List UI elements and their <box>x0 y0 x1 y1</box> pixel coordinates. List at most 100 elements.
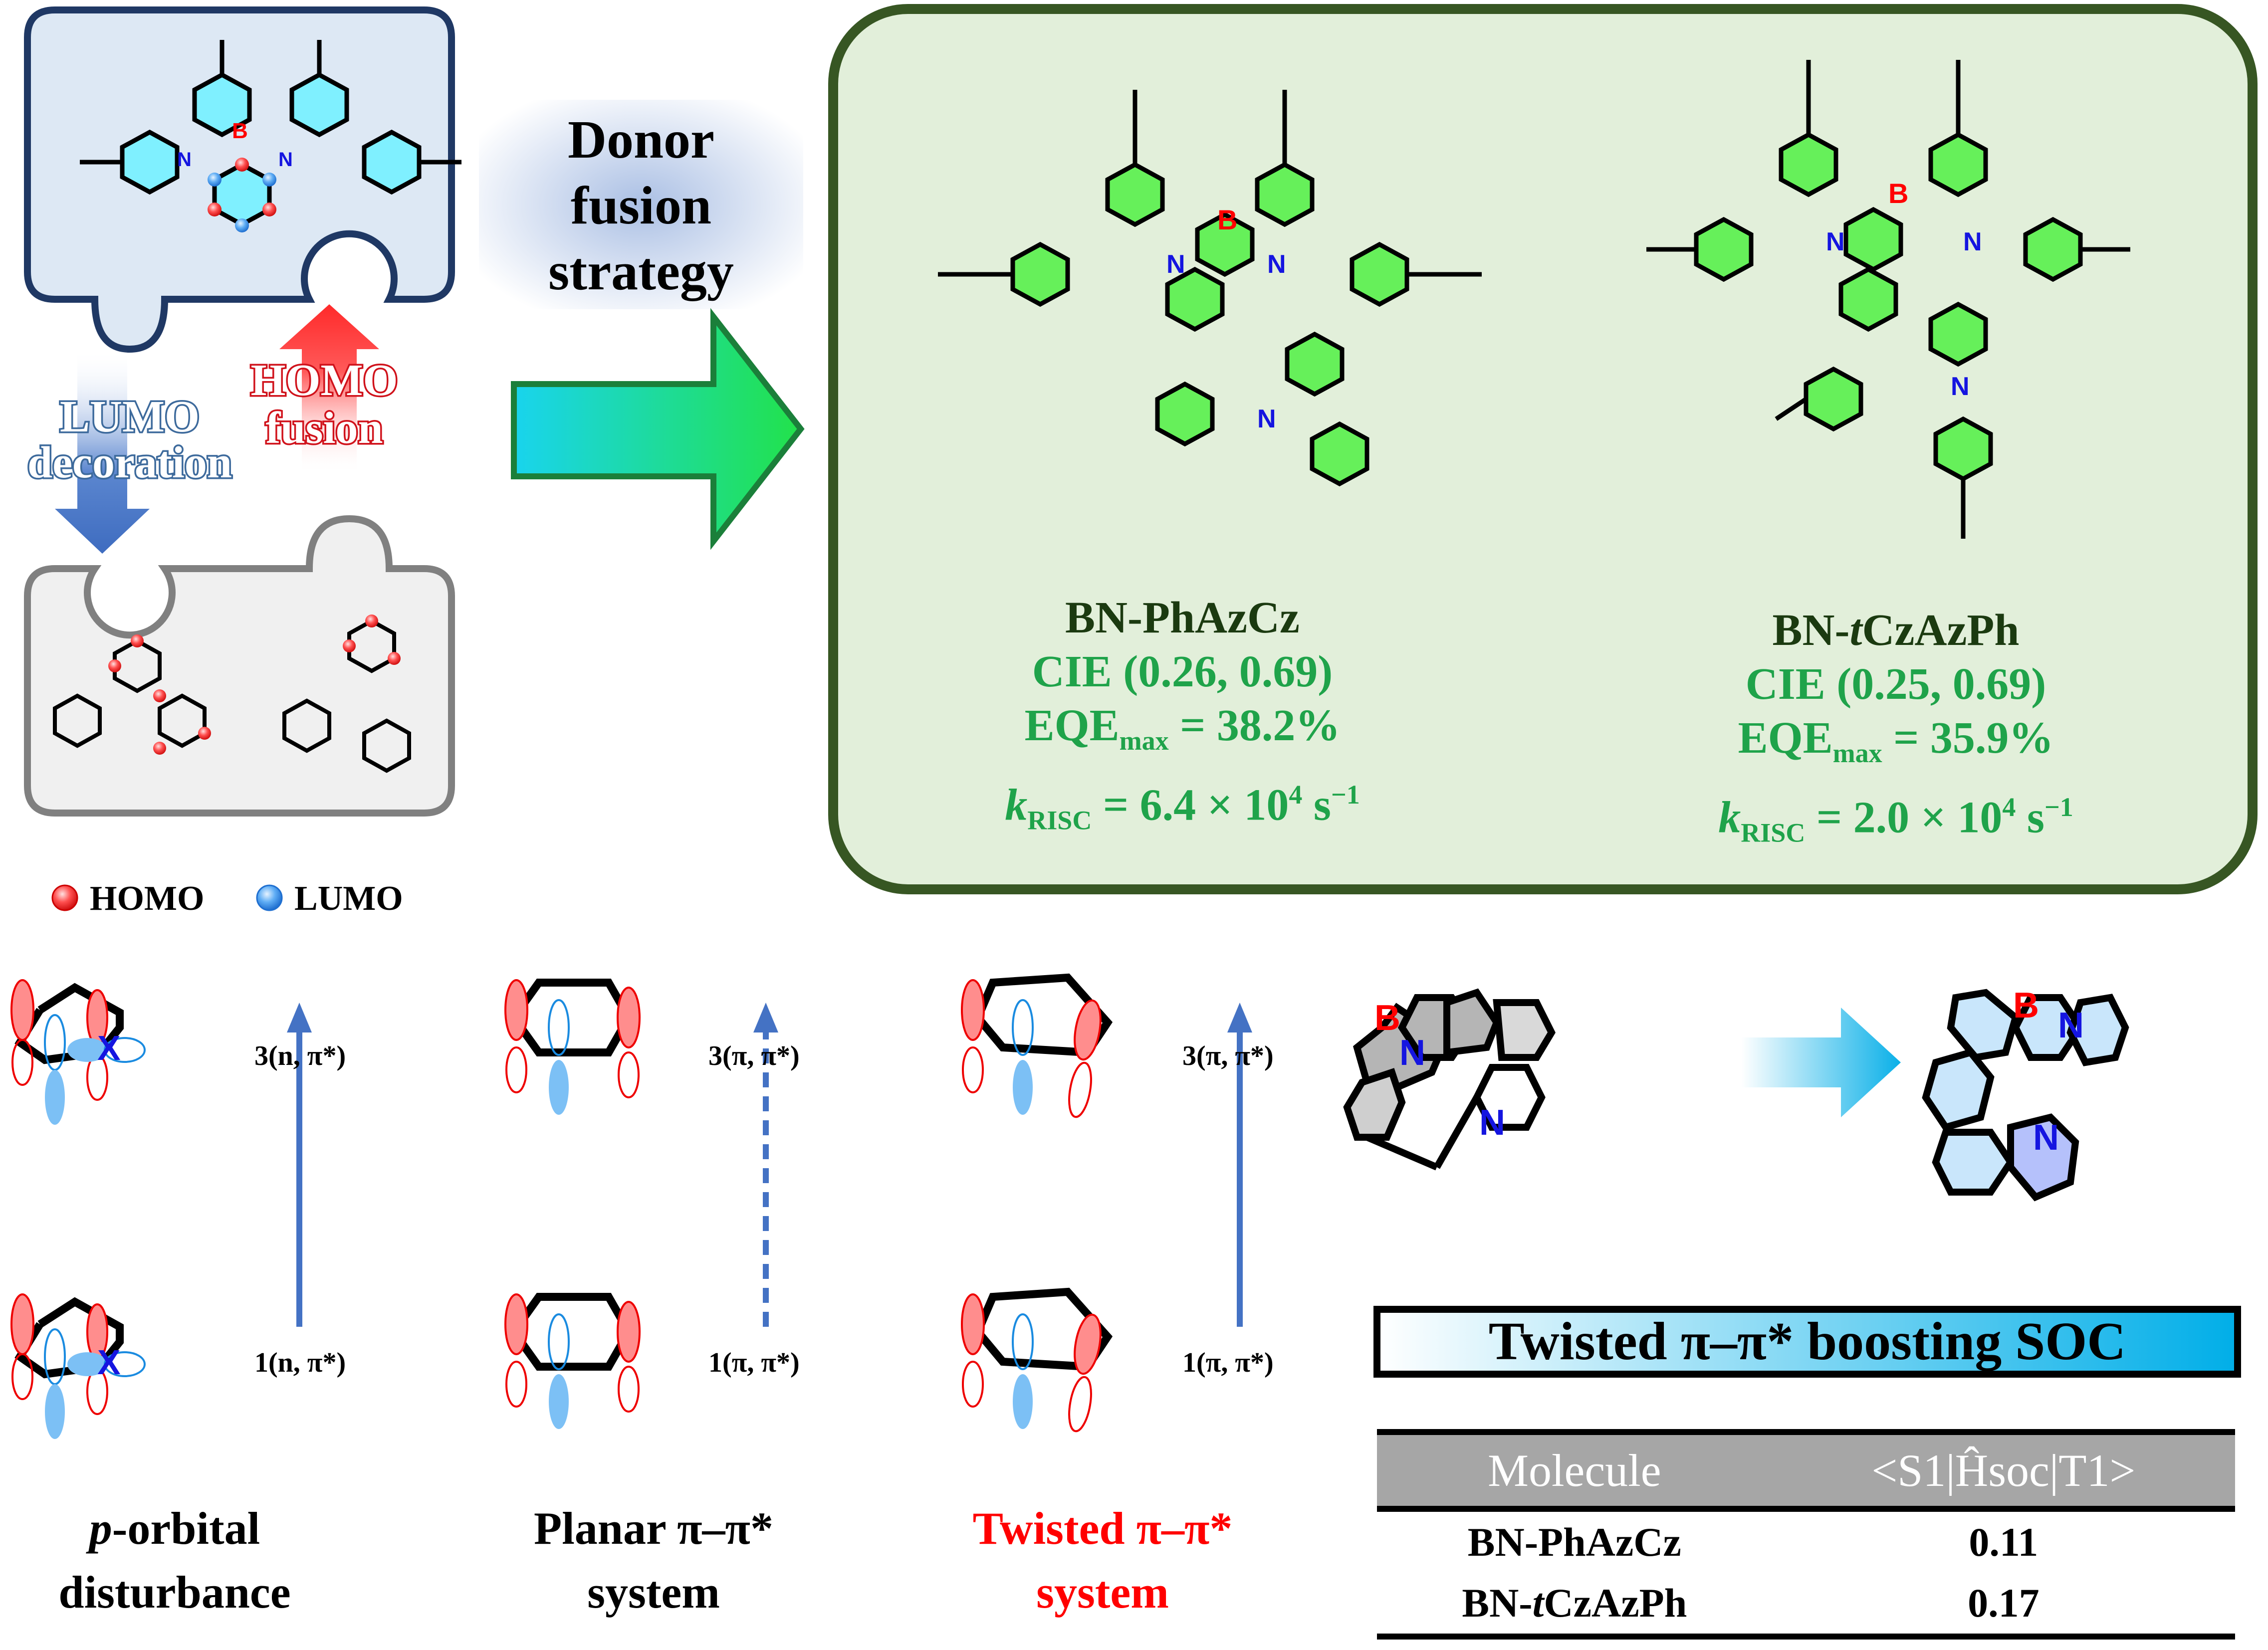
molecule-1-name: BN-PhAzCz <box>1065 593 1300 642</box>
nitrogen-label-before-b: N <box>1479 1103 1505 1143</box>
krisc-exp: 4 <box>2002 792 2016 822</box>
header-soc: <S1|Ĥsoc|T1> <box>1772 1435 2235 1509</box>
lumo-legend-label: LUMO <box>294 879 403 918</box>
panel3-caption-line2: system <box>1036 1567 1169 1618</box>
nitrogen-label-before-a: N <box>1399 1033 1425 1073</box>
row2-molecule: BN-tCzAzPh <box>1377 1573 1772 1634</box>
row2-prefix: BN- <box>1462 1580 1533 1626</box>
krisc-value: = 6.4 × 10 <box>1092 780 1289 830</box>
row1-molecule: BN-PhAzCz <box>1467 1519 1681 1565</box>
panel3-caption-line1: Twisted π–π* <box>972 1503 1233 1554</box>
molecule-bn-tczazph-structure <box>1646 60 2130 539</box>
boron-label: B <box>232 119 248 143</box>
nitrogen-label-after-b: N <box>2033 1118 2059 1158</box>
lumo-decoration-arrow <box>55 349 150 554</box>
eqe-label: EQE <box>1024 701 1120 750</box>
orbital-panel-3 <box>961 973 1252 1433</box>
panel3-lower-state: 1(π, π*) <box>1182 1347 1274 1378</box>
row1-value: 0.11 <box>1969 1519 2039 1565</box>
nitrogen-label-mol1c: N <box>1257 405 1276 433</box>
soc-table-header: Molecule <S1|Ĥsoc|T1> <box>1377 1435 2235 1509</box>
krisc-value: = 2.0 × 10 <box>1805 793 2003 842</box>
lumo-decoration-label: LUMO decoration <box>0 392 259 487</box>
svg-text:X: X <box>97 1029 121 1067</box>
eqe-sub: max <box>1119 725 1169 756</box>
orbital-panel-1: X X <box>10 979 312 1439</box>
soc-banner-text: Twisted π–π* boosting SOC <box>1488 1312 2126 1371</box>
strategy-label: Donor fusion strategy <box>479 107 803 305</box>
homo-legend-label: HOMO <box>90 879 205 918</box>
soc-banner-box <box>1373 1306 2241 1378</box>
nitrogen-label-right: N <box>278 149 293 171</box>
strategy-line2: fusion <box>570 176 712 235</box>
row2-value: 0.17 <box>1968 1580 2040 1626</box>
molecule-2-cie: CIE (0.25, 0.69) <box>1745 659 2046 709</box>
nitrogen-label-mol2a: N <box>1826 227 1845 256</box>
homo-fusion-label: HOMO fusion <box>244 355 404 454</box>
row2-suffix: CzAzPh <box>1544 1580 1687 1626</box>
table-row: BN-tCzAzPh 0.17 <box>1377 1573 2235 1634</box>
homo-label-line2: fusion <box>264 403 385 454</box>
molecule-bn-phazcz-structure <box>938 90 1482 487</box>
molecule-1-cie: CIE (0.26, 0.69) <box>1032 647 1333 696</box>
molecule-1-eqe: EQEmax = 38.2% <box>933 699 1432 768</box>
donor-homo-lobes <box>108 615 401 755</box>
transform-arrow-icon <box>1741 1008 1901 1117</box>
eqe-value: = 35.9% <box>1882 713 2054 763</box>
panel1-caption: pp-orbital-orbital disturbance <box>0 1496 349 1624</box>
nitrogen-label-after-a: N <box>2058 1006 2084 1045</box>
puzzle-piece-donor <box>24 515 455 817</box>
eqe-label: EQE <box>1738 713 1833 763</box>
boron-label-mol1: B <box>1217 204 1238 235</box>
svg-text:X: X <box>97 1343 121 1382</box>
header-molecule: Molecule <box>1377 1435 1772 1509</box>
acceptor-molecule-core <box>80 40 461 227</box>
molecule-1-krisc: kRISC = 6.4 × 104 s−1 <box>933 768 1432 847</box>
nitrogen-label-mol2b: N <box>1963 227 1982 256</box>
row2-italic: t <box>1532 1580 1544 1626</box>
name-suffix: CzAzPh <box>1862 606 2020 655</box>
nitrogen-label-mol1a: N <box>1166 250 1185 279</box>
soc-table: Molecule <S1|Ĥsoc|T1> BN-PhAzCz 0.11 BN-… <box>1377 1429 2235 1640</box>
panel1-caption-line2: disturbance <box>58 1567 291 1618</box>
boron-label-after: B <box>2013 986 2039 1026</box>
krisc-unit-exp: −1 <box>2044 792 2073 822</box>
molecule-1-info: BN-PhAzCz CIE (0.26, 0.69) EQEmax = 38.2… <box>933 591 1432 847</box>
eqe-sub: max <box>1832 738 1882 768</box>
krisc-label: k <box>1718 793 1741 842</box>
krisc-sub: RISC <box>1741 818 1806 848</box>
panel3-upper-state: 3(π, π*) <box>1182 1040 1274 1071</box>
krisc-sub: RISC <box>1027 805 1092 835</box>
name-prefix: BN- <box>1772 606 1850 655</box>
strategy-glow-box <box>479 100 803 309</box>
panel3-caption: Twisted π–π* system <box>928 1496 1277 1624</box>
eqe-value: = 38.2% <box>1168 701 1341 750</box>
panel2-caption-line2: system <box>587 1567 720 1618</box>
panel1-caption-line1: pp-orbital-orbital <box>89 1503 260 1554</box>
boron-label-before: B <box>1374 998 1400 1038</box>
panel2-lower-state: 1(π, π*) <box>708 1347 800 1378</box>
homo-label-line1: HOMO <box>249 355 400 406</box>
acceptor-orbital-lobes <box>208 158 276 232</box>
panel2-upper-state: 3(π, π*) <box>708 1040 800 1071</box>
homo-legend-icon <box>51 884 78 911</box>
krisc-exp: 4 <box>1289 779 1303 810</box>
panel2-caption-line1: Planar π–π* <box>534 1503 773 1554</box>
homo-fusion-arrow <box>279 304 379 474</box>
twisted-molecule-after <box>1922 989 2129 1202</box>
boron-label-mol2: B <box>1888 178 1909 209</box>
strategy-line3: strategy <box>548 242 734 301</box>
nitrogen-label-mol2c: N <box>1951 372 1970 401</box>
krisc-unit-exp: −1 <box>1331 779 1360 810</box>
lumo-label-line1: LUMO <box>58 392 202 441</box>
name-italic: t <box>1849 606 1862 655</box>
twisted-molecule-before <box>1343 988 1556 1171</box>
krisc-unit: s <box>1302 780 1331 830</box>
strategy-line1: Donor <box>568 110 714 170</box>
molecule-2-krisc: kRISC = 2.0 × 104 s−1 <box>1646 780 2145 859</box>
lumo-label-line2: decoration <box>26 438 234 487</box>
orbital-panel-2 <box>504 979 778 1429</box>
main-arrow-icon <box>511 308 805 550</box>
krisc-label: k <box>1005 780 1028 830</box>
